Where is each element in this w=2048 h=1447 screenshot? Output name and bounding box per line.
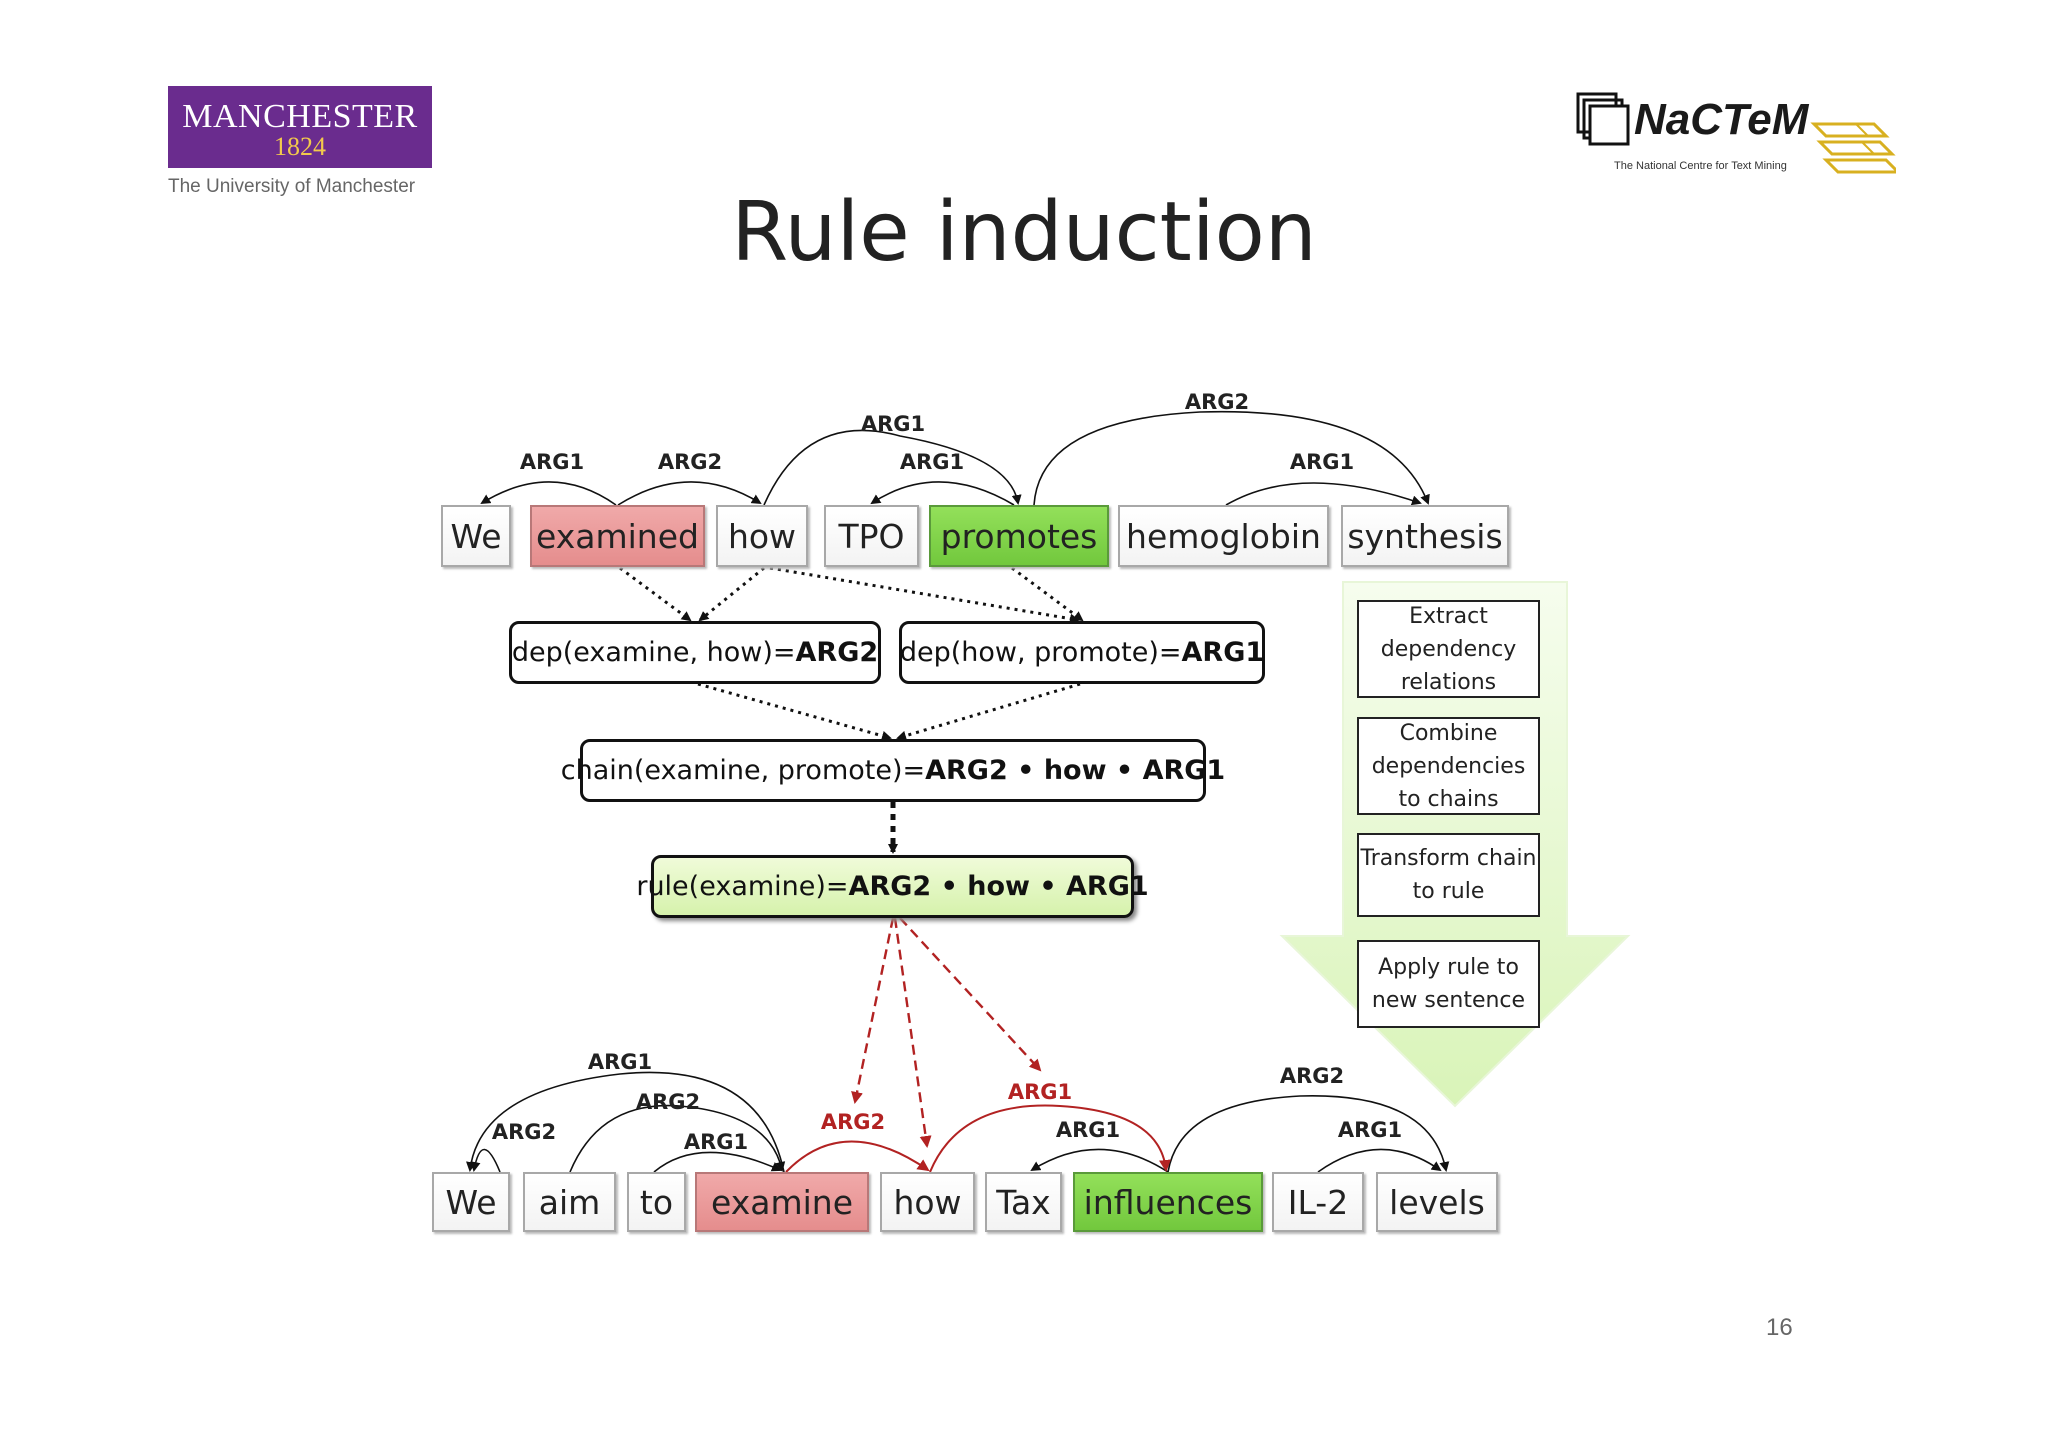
sentence2-token: to: [627, 1172, 686, 1232]
chain-box: chain(examine, promote)=ARG2 • how • ARG…: [561, 739, 1225, 802]
connector-dep1-chain: [697, 682, 892, 741]
arc-to-examine: [653, 1151, 782, 1173]
induction-arrow-examine: [851, 917, 895, 1104]
manchester-logo-subtitle: The University of Manchester: [168, 176, 416, 197]
dependency-role: ARG1: [1181, 637, 1265, 668]
arc-aim-we: [470, 1148, 501, 1173]
connector-promotes-dep2: [1011, 566, 1084, 622]
dependency-expression: dep(how, promote)=: [899, 637, 1182, 668]
dependency-role: ARG2: [795, 637, 879, 668]
sentence2-token: IL-2: [1272, 1172, 1364, 1232]
chain-expression: chain(examine, promote)=: [560, 755, 926, 786]
arc-examine-how-induced: [785, 1140, 930, 1173]
sentence2-token: levels: [1376, 1172, 1498, 1232]
sentence2-token: Tax: [985, 1172, 1062, 1232]
sentence1-arc-label: ARG1: [1289, 450, 1355, 474]
nactem-logo-name: NaCTeM: [1634, 95, 1809, 144]
sentence1-token-predicate: examined: [530, 505, 705, 567]
sentence1-token: hemoglobin: [1118, 505, 1329, 567]
sentence1-arc-label: ARG1: [860, 412, 926, 436]
sentence2-arc-label: ARG1: [1055, 1118, 1121, 1142]
induction-arrow-influences: [899, 917, 1042, 1072]
arc-examined-we: [480, 481, 617, 506]
sentence2-token: We: [432, 1172, 510, 1232]
arc-influences-tax: [1030, 1148, 1169, 1173]
sentence2-token-predicate: examine: [695, 1172, 869, 1232]
page-number: 16: [1766, 1314, 1793, 1341]
rule-box: rule(examine)=ARG2 • how • ARG1: [636, 855, 1149, 918]
step-box: Transform chain to rule: [1357, 833, 1540, 917]
sentence1-token: synthesis: [1341, 505, 1509, 567]
rule-expression: rule(examine)=: [636, 871, 849, 902]
dependency-expression: dep(examine, how)=: [511, 637, 796, 668]
sentence2-arc-label-induced: ARG2: [820, 1110, 886, 1134]
slide-title: Rule induction: [731, 185, 1317, 280]
sentence2-token: how: [880, 1172, 975, 1232]
sentence1-arc-label: ARG1: [899, 450, 965, 474]
connector-examined-dep1: [619, 566, 692, 622]
chain-role: ARG2 • how • ARG1: [925, 755, 1226, 786]
step-box: Combine dependencies to chains: [1357, 717, 1540, 815]
arc-how-promotes: [763, 429, 1022, 506]
connector-dep2-chain: [896, 682, 1081, 741]
nactem-logo-subtitle: The National Centre for Text Mining: [1614, 160, 1787, 172]
induction-arrow-how: [893, 917, 932, 1148]
sentence2-arc-label-induced: ARG1: [1007, 1080, 1073, 1104]
step-box: Extract dependency relations: [1357, 600, 1540, 698]
arc-hemoglobin-synthesis: [1225, 482, 1422, 506]
induction-arrows: [851, 917, 1042, 1148]
dependency-box: dep(how, promote)=ARG1: [899, 621, 1265, 684]
sentence2-arcs: [466, 1071, 1450, 1173]
sentence1-arc-label: ARG2: [1184, 390, 1250, 414]
manchester-logo-year: 1824: [274, 132, 326, 161]
sentence1-arcs: [480, 410, 1430, 506]
sentence1-token-predicate: promotes: [929, 505, 1109, 567]
arc-how-influences-induced: [929, 1104, 1171, 1173]
sentence2-arc-label: ARG1: [1337, 1118, 1403, 1142]
sentence1-arc-label: ARG1: [519, 450, 585, 474]
dotted-connectors: [619, 566, 1084, 854]
sentence2-arc-label: ARG2: [491, 1120, 557, 1144]
arc-il2-levels: [1317, 1148, 1442, 1173]
dependency-box: dep(examine, how)=ARG2: [509, 621, 881, 684]
manchester-logo: MANCHESTER 1824 The University of Manche…: [168, 86, 432, 198]
arc-promotes-tpo: [870, 481, 1015, 506]
sentence1-token: We: [441, 505, 511, 567]
step-box: Apply rule to new sentence: [1357, 940, 1540, 1028]
arc-examined-how: [617, 481, 762, 506]
arc-promotes-synthesis: [1033, 410, 1430, 506]
sentence1-token: TPO: [824, 505, 919, 567]
connector-how-dep2: [769, 566, 1080, 624]
sentence2-arc-label: ARG2: [635, 1090, 701, 1114]
sentence2-induced-arcs: [785, 1104, 1171, 1173]
sentence2-arc-label: ARG1: [683, 1130, 749, 1154]
arc-aim-examine: [569, 1104, 786, 1173]
sentence1-arc-label: ARG2: [657, 450, 723, 474]
sentence2-token: aim: [523, 1172, 616, 1232]
rule-role: ARG2 • how • ARG1: [848, 871, 1149, 902]
sentence2-arc-label: ARG1: [587, 1050, 653, 1074]
manchester-logo-name: MANCHESTER: [182, 98, 418, 135]
arc-examine-we: [466, 1071, 785, 1173]
sentence2-arc-label: ARG2: [1279, 1064, 1345, 1088]
sentence1-token: how: [716, 505, 808, 567]
nactem-logo-mark: [1576, 92, 1896, 174]
sentence2-token-predicate: influences: [1073, 1172, 1263, 1232]
nactem-logo: NaCTeM The National Centre for Text Mini…: [1576, 90, 1896, 180]
manchester-logo-box: MANCHESTER 1824: [168, 86, 432, 168]
arc-influences-levels: [1167, 1095, 1450, 1173]
connector-how-dep1: [698, 566, 765, 622]
